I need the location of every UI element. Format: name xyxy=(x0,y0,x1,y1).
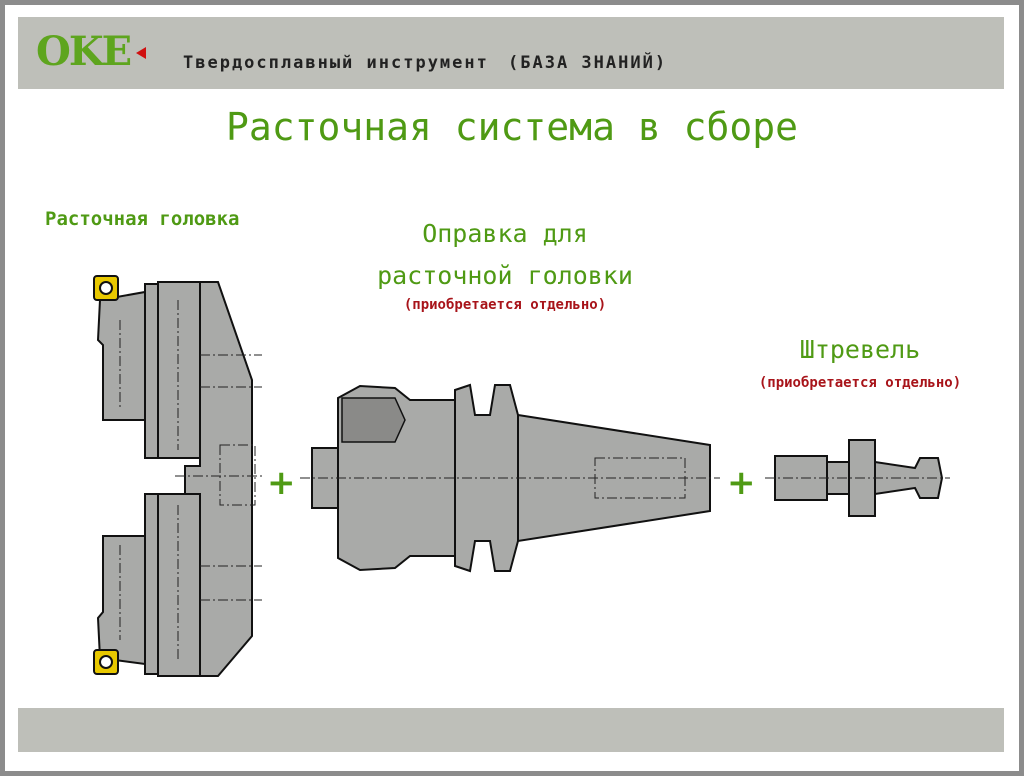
footer-band xyxy=(18,708,1004,752)
arbor-label: Оправка для расточной головки xyxy=(345,213,665,297)
boring-head-drawing xyxy=(93,275,262,677)
plus-icon: + xyxy=(727,463,756,503)
arbor-label-line1: Оправка для xyxy=(422,219,588,248)
header-section: (БАЗА ЗНАНИЙ) xyxy=(508,53,668,73)
plus-icon: + xyxy=(267,463,296,503)
arbor-drawing xyxy=(300,383,720,573)
boring-head-label: Расточная головка xyxy=(45,208,240,230)
header-subtitle: Твердосплавный инструмент xyxy=(183,53,489,73)
page-title: Расточная система в сборе xyxy=(226,105,798,149)
carbide-insert-icon xyxy=(93,275,119,675)
pull-stud-note: (приобретается отдельно) xyxy=(758,375,962,391)
oke-logo: OKE xyxy=(36,28,132,75)
logo-red-mark-icon xyxy=(136,47,146,59)
assembly-drawing xyxy=(93,275,950,677)
arbor-note: (приобретается отдельно) xyxy=(403,297,607,313)
arbor-label-line2: расточной головки xyxy=(377,261,633,290)
header-band: OKE Твердосплавный инструмент (БАЗА ЗНАН… xyxy=(18,17,1004,89)
pull-stud-drawing xyxy=(765,439,950,517)
slide: OKE Твердосплавный инструмент (БАЗА ЗНАН… xyxy=(5,5,1019,771)
pull-stud-label: Штревель xyxy=(799,335,921,364)
